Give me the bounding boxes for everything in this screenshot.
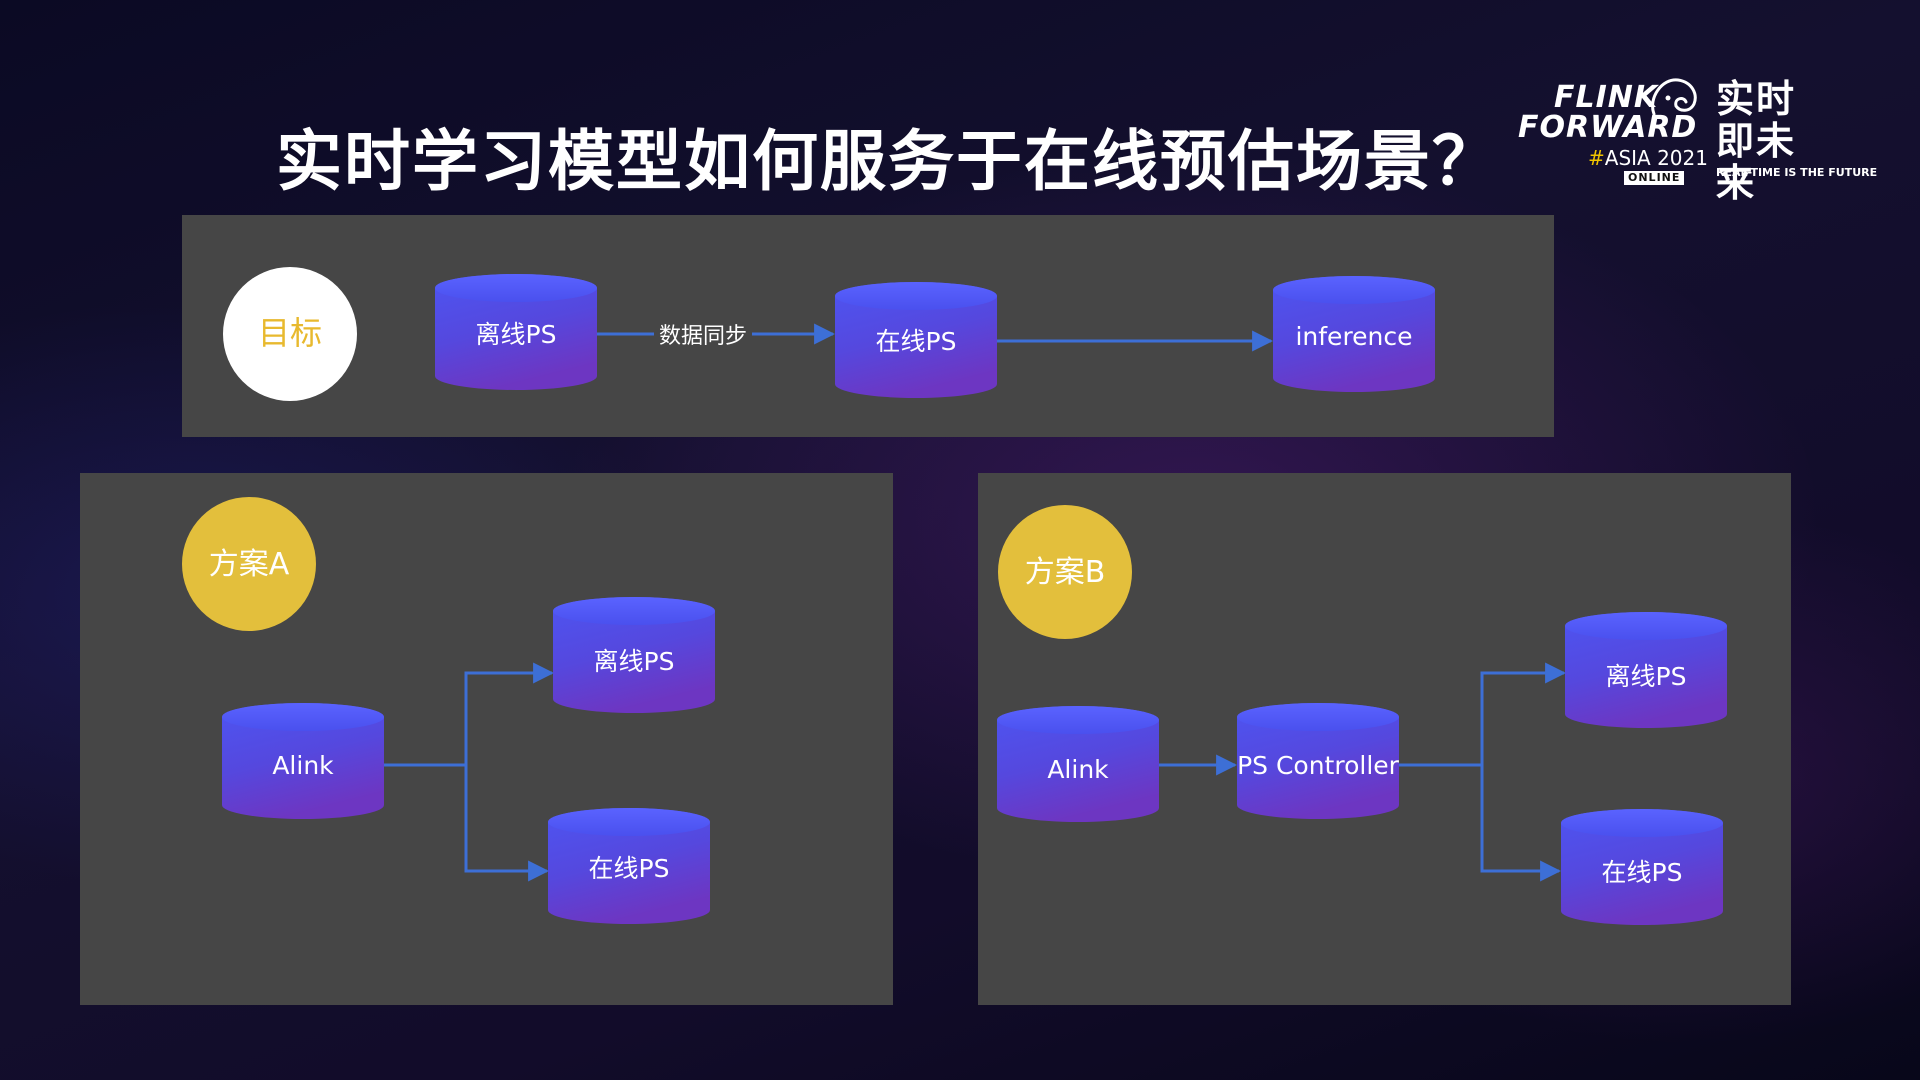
plan-b-controller-label: PS Controller bbox=[1237, 751, 1400, 780]
goal-sync-label: 数据同步 bbox=[659, 324, 747, 349]
logo-cn-text: 实时即未来 bbox=[1716, 78, 1826, 204]
plan-b-offline-ps-cylinder: 离线PS bbox=[1565, 612, 1727, 728]
page-title: 实时学习模型如何服务于在线预估场景？ bbox=[276, 123, 1500, 200]
logo-cn-line1: 实时 bbox=[1716, 77, 1797, 121]
plan-a-badge-circle bbox=[182, 497, 316, 631]
goal-online-ps-cylinder: 在线PS bbox=[835, 282, 997, 398]
plan-a-online-ps-cylinder: 在线PS bbox=[548, 808, 710, 924]
goal-badge-label: 目标 bbox=[258, 314, 322, 352]
plan-b-online-ps-cylinder: 在线PS bbox=[1561, 809, 1723, 925]
goal-online-ps-label: 在线PS bbox=[876, 327, 957, 356]
logo-tagline: REAL-TIME IS THE FUTURE bbox=[1716, 166, 1878, 179]
plan-a-alink-cylinder: Alink bbox=[222, 703, 384, 819]
logo-hash: # bbox=[1588, 146, 1605, 170]
plan-b-alink-cylinder: Alink bbox=[997, 706, 1159, 822]
logo-forward-text: FORWARD bbox=[1518, 110, 1698, 145]
plan-b-badge-label: 方案B bbox=[1025, 555, 1106, 590]
logo-event: ASIA 2021 bbox=[1604, 146, 1708, 170]
goal-sync-label-bg bbox=[654, 318, 752, 350]
squirrel-icon bbox=[1651, 78, 1697, 116]
plan-a-arrow-offline bbox=[464, 662, 555, 765]
plan-b-badge-circle bbox=[998, 505, 1132, 639]
plan-b-online-ps-label: 在线PS bbox=[1602, 858, 1683, 887]
plan-a-offline-ps-cylinder: 离线PS bbox=[553, 597, 715, 713]
logo-event-text: #ASIA 2021 bbox=[1588, 146, 1708, 170]
plan-b-controller-cylinder: PS Controller bbox=[1237, 703, 1400, 819]
goal-inference-label: inference bbox=[1295, 322, 1412, 351]
plan-b-offline-ps-label: 离线PS bbox=[1606, 662, 1687, 691]
plan-a-alink-label: Alink bbox=[272, 751, 334, 780]
goal-inference-cylinder: inference bbox=[1273, 276, 1435, 392]
plan-a-offline-ps-label: 离线PS bbox=[594, 647, 675, 676]
plan-a-arrow-online bbox=[464, 765, 550, 882]
plan-b-alink-label: Alink bbox=[1047, 755, 1109, 784]
logo-flink-text: FLINK bbox=[1554, 80, 1659, 115]
logo-cn-line2: 即未来 bbox=[1716, 119, 1797, 205]
flink-forward-logo: FLINK FORWARD #ASIA 2021 ONLINE 实时即未来 RE… bbox=[1518, 72, 1877, 204]
goal-offline-ps-cylinder: 离线PS bbox=[435, 274, 597, 390]
plan-b-arrow-offline bbox=[1480, 662, 1567, 765]
plan-a-badge-label: 方案A bbox=[209, 547, 290, 582]
goal-badge-circle bbox=[223, 267, 357, 401]
goal-offline-ps-label: 离线PS bbox=[476, 320, 557, 349]
plan-a-online-ps-label: 在线PS bbox=[589, 854, 670, 883]
logo-online-badge: ONLINE bbox=[1624, 171, 1685, 185]
plan-b-arrow-online bbox=[1480, 765, 1562, 882]
